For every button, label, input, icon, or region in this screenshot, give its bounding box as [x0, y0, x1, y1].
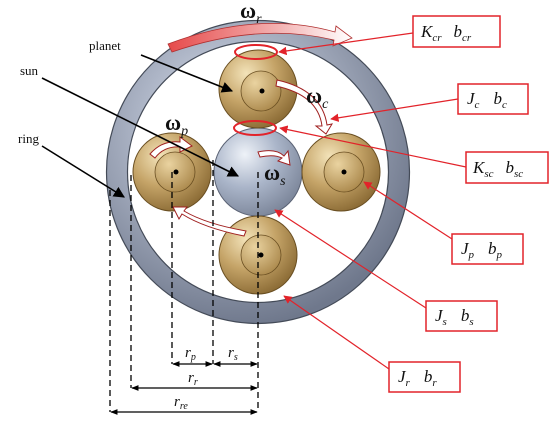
ring-label: ring	[18, 131, 39, 146]
omega-c-label: ωc	[306, 83, 329, 112]
kcr-pointer	[278, 32, 414, 56]
rr-label: rr	[188, 370, 198, 388]
planet-pointer-arrow	[140, 54, 234, 93]
omega-r-label: ωr	[240, 0, 262, 27]
ring-planet-contact-ellipse	[234, 44, 278, 60]
planet-gear-top	[218, 49, 298, 129]
omega-p-label: ωp	[165, 110, 188, 139]
sun-planet-contact-ellipse	[233, 120, 277, 136]
sun-rotation-arrow	[257, 149, 291, 166]
planet-transfer-arrow	[172, 206, 247, 237]
omega-s-label: ωs	[264, 160, 286, 189]
planet-rotation-arrow	[149, 136, 193, 159]
jp-pointer	[363, 181, 453, 240]
rre-label: rre	[174, 394, 188, 412]
planet-gear-right	[301, 132, 381, 212]
jc-pointer	[330, 98, 459, 122]
jr-pointer	[283, 295, 390, 370]
sun-label: sun	[20, 63, 39, 78]
rp-label: rp	[185, 345, 196, 363]
dimension-reference-lines	[109, 160, 259, 412]
ring-pointer-arrow	[41, 145, 125, 198]
planet-label: planet	[89, 38, 121, 53]
carrier-rotation-arrow	[275, 79, 334, 135]
rs-label: rs	[228, 345, 238, 363]
js-pointer	[274, 209, 427, 309]
ksc-pointer	[279, 125, 467, 168]
sun-pointer-arrow	[41, 77, 240, 177]
ring-rotation-arrow	[167, 23, 353, 53]
